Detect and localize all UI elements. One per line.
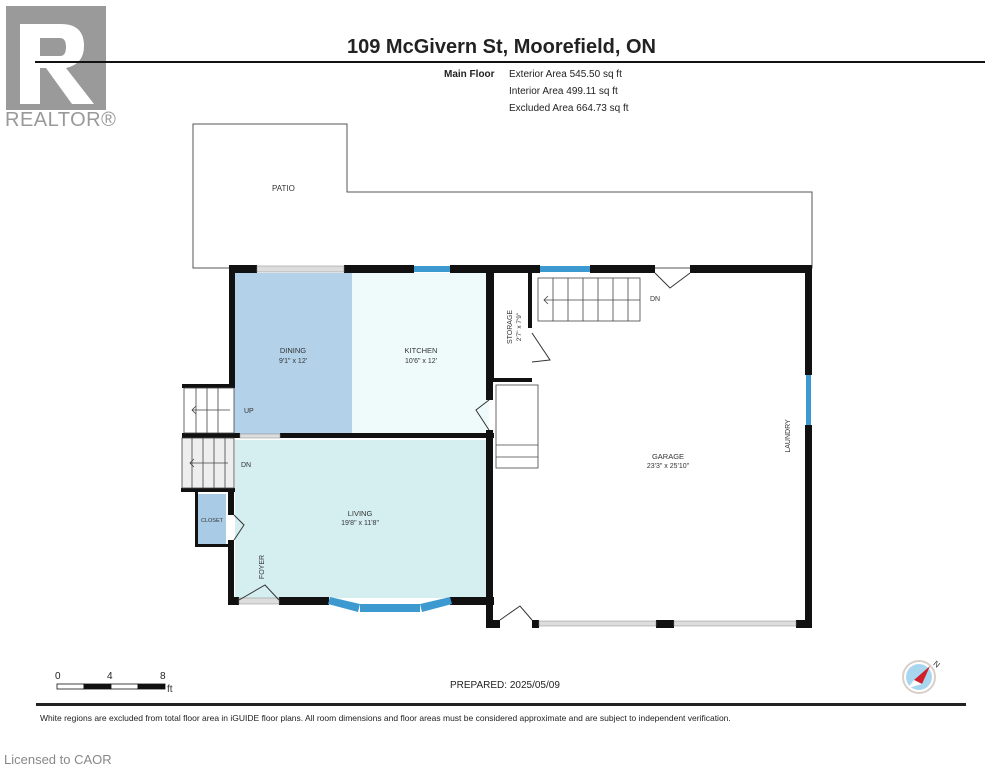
compass-north-label: N (931, 659, 941, 670)
kitchen-dims: 10'6" x 12' (405, 358, 437, 365)
storage-label: STORAGE (507, 310, 514, 344)
divider (35, 61, 985, 63)
realtor-logo-text: REALTOR® (5, 109, 117, 131)
patio-label: PATIO (272, 184, 295, 193)
windows (328, 266, 811, 612)
kitchen-room (352, 273, 489, 435)
stairs-up-label: UP (244, 408, 254, 415)
garage-stairs-down-label: DN (650, 296, 660, 303)
storage-dims: 2'7" x 7'9" (516, 312, 523, 341)
living-label: LIVING (348, 509, 373, 518)
disclaimer: White regions are excluded from total fl… (40, 713, 731, 723)
foyer-label: FOYER (259, 555, 266, 579)
kitchen-label: KITCHEN (405, 346, 438, 355)
living-room (235, 440, 489, 598)
divider (36, 703, 966, 706)
scale-label-4: 4 (107, 671, 113, 682)
scale-bar (56, 683, 166, 690)
garage-dims: 23'3" x 25'10" (647, 463, 690, 470)
door-swings (233, 272, 691, 621)
floor-name: Main Floor (444, 69, 495, 80)
dining-label: DINING (280, 346, 306, 355)
dining-room (234, 273, 352, 435)
garage-label: GARAGE (652, 452, 684, 461)
closet-label: CLOSET (201, 518, 224, 524)
realtor-logo (6, 6, 106, 110)
interior-area: Interior Area 499.11 sq ft (509, 86, 618, 97)
prepared-date: PREPARED: 2025/05/09 (450, 680, 560, 691)
excluded-area: Excluded Area 664.73 sq ft (509, 103, 629, 114)
scale-label-0: 0 (55, 671, 61, 682)
laundry-label: LAUNDRY (785, 419, 792, 453)
doors (238, 265, 797, 627)
stairs-down-label: DN (241, 462, 251, 469)
scale-unit: ft (167, 684, 173, 695)
dining-dims: 9'1" x 12' (279, 358, 307, 365)
patio-outline (192, 123, 813, 269)
stairs (181, 277, 641, 489)
walls (181, 265, 812, 628)
scale-label-8: 8 (160, 671, 166, 682)
exterior-area: Exterior Area 545.50 sq ft (509, 69, 622, 80)
compass-icon (902, 660, 936, 694)
living-dims: 19'8" x 11'8" (341, 520, 379, 527)
closet-room (198, 494, 226, 544)
license-watermark: Licensed to CAOR (4, 752, 112, 767)
